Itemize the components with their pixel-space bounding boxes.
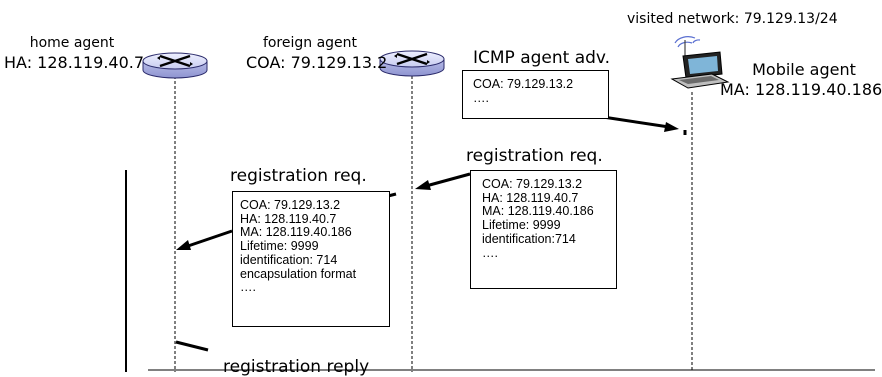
registration-req-right-label: registration req.: [466, 146, 603, 166]
reg-right-box-line: MA: 128.119.40.186: [482, 204, 594, 219]
mobile-device-laptop-icon: [670, 36, 730, 89]
reg-left-box-line: HA: 128.119.40.7: [240, 211, 337, 226]
registration-req-left-box: COA: 79.129.13.2 HA: 128.119.40.7 MA: 12…: [232, 191, 390, 327]
reg-left-box-line: identification: 714: [240, 252, 338, 267]
foreign-agent-router-icon: [379, 50, 445, 77]
registration-req-left-label: registration req.: [230, 166, 367, 186]
mobile-ip-registration-diagram: [125, 36, 875, 372]
icmp-adv-arrowhead: [664, 122, 679, 132]
reg-reply-arrow: [175, 340, 209, 352]
home-agent-title: home agent: [29, 35, 115, 51]
reg-left-box-line: ….: [240, 280, 256, 295]
reg-right-box-line: ….: [482, 245, 498, 260]
reg-left-box-line: Lifetime: 9999: [240, 239, 319, 254]
mobile-agent-title: Mobile agent: [752, 60, 856, 79]
reg-req-to-foreign-arrowhead: [415, 180, 431, 190]
reg-left-box-line: COA: 79.129.13.2: [240, 198, 341, 212]
mobile-agent-address: MA: 128.119.40.186: [720, 80, 882, 99]
icmp-adv-arrow: [602, 115, 670, 129]
reg-req-to-home-arrowhead: [176, 240, 191, 250]
icmp-box-line: ….: [473, 90, 489, 105]
reg-req-to-home-arrow: [187, 229, 233, 248]
reg-right-box-line: COA: 79.129.13.2: [482, 177, 583, 191]
icmp-adv-message-box: COA: 79.129.13.2 ….: [462, 70, 609, 119]
reg-right-box-line: identification:714: [482, 231, 576, 246]
home-agent-address: HA: 128.119.40.7: [4, 53, 145, 72]
icmp-box-line: COA: 79.129.13.2: [473, 77, 574, 91]
reg-right-box-line: Lifetime: 9999: [482, 218, 561, 233]
home-agent-router-icon: [142, 52, 208, 79]
icmp-agent-adv-label: ICMP agent adv.: [473, 48, 611, 68]
reg-left-box-line: encapsulation format: [240, 266, 357, 281]
reg-left-box-line: MA: 128.119.40.186: [240, 225, 352, 240]
foreign-agent-address: COA: 79.129.13.2: [246, 53, 388, 72]
registration-req-right-box: COA: 79.129.13.2 HA: 128.119.40.7 MA: 12…: [470, 170, 617, 289]
visited-network-label: visited network: 79.129.13/24: [627, 11, 838, 27]
reg-right-box-line: HA: 128.119.40.7: [482, 190, 579, 205]
reg-req-to-foreign-arrow: [425, 172, 471, 188]
foreign-agent-title: foreign agent: [262, 35, 358, 51]
registration-reply-label: registration reply: [223, 357, 370, 377]
